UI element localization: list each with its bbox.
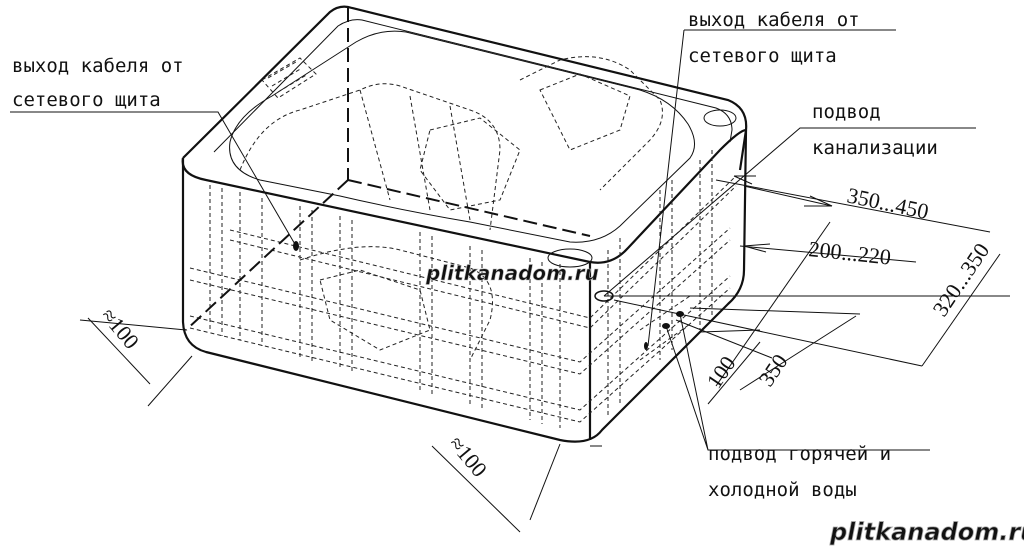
watermarks: plitkanadom.ru plitkanadom.ru xyxy=(425,261,1024,547)
annotations: выход кабеля от сетевого щита выход кабе… xyxy=(12,9,994,501)
hidden-lines xyxy=(185,8,737,428)
watermark-corner: plitkanadom.ru xyxy=(829,518,1024,546)
watermark-center: plitkanadom.ru xyxy=(425,261,599,285)
dim-approx-100-bottom: ≈100 xyxy=(444,431,492,482)
dim-350: 350 xyxy=(753,349,792,390)
water-line1: подвод горячей и xyxy=(708,443,891,465)
leader-lines xyxy=(10,29,976,451)
dim-100: 100 xyxy=(701,351,740,392)
dimension-lines xyxy=(79,175,1010,533)
drain-line1: подвод xyxy=(812,101,881,123)
dim-350-450: 350...450 xyxy=(845,182,931,224)
cable-left-line1: выход кабеля от xyxy=(12,55,184,77)
water-line2: холодной воды xyxy=(708,479,857,501)
dim-approx-100-left: ≈100 xyxy=(96,303,144,354)
cable-left-line2: сетевого щита xyxy=(12,89,161,111)
tub-outline xyxy=(181,5,748,443)
dim-200-220: 200...220 xyxy=(807,236,892,269)
drain-line2: канализации xyxy=(812,137,938,159)
cable-right-line1: выход кабеля от xyxy=(688,9,860,31)
cable-right-line2: сетевого щита xyxy=(688,45,837,67)
dim-320-350: 320...350 xyxy=(927,238,994,320)
